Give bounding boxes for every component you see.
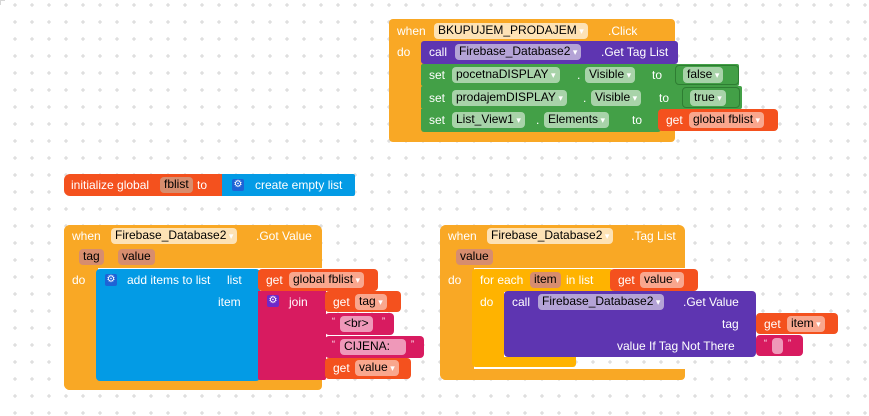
- variable-dropdown[interactable]: value: [355, 360, 399, 376]
- boolean-dropdown[interactable]: true: [690, 90, 726, 106]
- get-label: get: [266, 273, 283, 287]
- quote-close: ”: [382, 316, 385, 326]
- param-value[interactable]: value: [118, 249, 155, 265]
- component-dropdown[interactable]: pocetnaDISPLAY: [452, 67, 560, 83]
- text-field[interactable]: [772, 338, 783, 354]
- do-label: do: [480, 295, 494, 309]
- join-label: join: [289, 295, 308, 309]
- component-dropdown[interactable]: List_View1: [452, 112, 525, 128]
- to-label: to: [659, 91, 670, 105]
- dot-label: .: [583, 91, 587, 105]
- when-label: when: [72, 229, 101, 243]
- default-value-label: value If Tag Not There: [617, 339, 735, 353]
- property-dropdown[interactable]: Visible: [585, 67, 636, 83]
- get-label: get: [666, 113, 683, 127]
- component-dropdown[interactable]: Firebase_Database2: [487, 228, 614, 244]
- variable-dropdown[interactable]: item: [787, 316, 825, 332]
- get-label: get: [333, 361, 350, 375]
- param-tag[interactable]: tag: [79, 249, 104, 265]
- call-component-dropdown[interactable]: Firebase_Database2: [455, 44, 582, 60]
- component-dropdown[interactable]: Firebase_Database2: [111, 228, 238, 244]
- property-dropdown[interactable]: Elements: [544, 112, 610, 128]
- call-method-label: .Get Value: [683, 295, 739, 309]
- do-label: do: [72, 273, 86, 287]
- quote-open: “: [332, 316, 335, 326]
- dot-label: .: [536, 113, 540, 127]
- text-field[interactable]: CIJENA:: [340, 339, 406, 355]
- list-label: list: [227, 273, 242, 287]
- in-list-label: in list: [566, 273, 594, 287]
- call-label: call: [512, 295, 531, 309]
- event-label: .Got Value: [256, 229, 312, 243]
- quote-open: “: [764, 338, 767, 348]
- add-items-label: add items to list: [127, 273, 211, 287]
- variable-dropdown[interactable]: global fblist: [689, 112, 765, 128]
- global-name-field[interactable]: fblist: [160, 177, 193, 193]
- set-label: set: [429, 113, 446, 127]
- call-component-dropdown[interactable]: Firebase_Database2: [538, 294, 665, 310]
- set-label: set: [429, 91, 446, 105]
- tag-label: tag: [722, 317, 739, 331]
- get-label: get: [764, 317, 781, 331]
- variable-dropdown[interactable]: value: [640, 272, 684, 288]
- when-label: when: [448, 229, 477, 243]
- mutator-gear-icon[interactable]: ⚙: [267, 295, 279, 307]
- set-label: set: [429, 68, 446, 82]
- when-label: when: [397, 24, 426, 38]
- property-dropdown[interactable]: Visible: [591, 90, 642, 106]
- component-dropdown[interactable]: prodajemDISPLAY: [452, 90, 567, 106]
- quote-open: “: [332, 339, 335, 349]
- do-label: do: [448, 273, 462, 287]
- create-empty-list-block[interactable]: [222, 174, 355, 196]
- text-field[interactable]: <br>: [340, 316, 373, 332]
- to-label: to: [632, 113, 643, 127]
- mutator-gear-icon[interactable]: ⚙: [232, 179, 244, 191]
- component-dropdown[interactable]: BKUPUJEM_PRODAJEM: [434, 23, 588, 39]
- create-empty-list-label: create empty list: [255, 178, 343, 192]
- variable-dropdown[interactable]: global fblist: [289, 272, 365, 288]
- mutator-gear-icon[interactable]: ⚙: [105, 274, 117, 286]
- do-label: do: [397, 45, 411, 59]
- get-label: get: [333, 295, 350, 309]
- event-label: .Tag List: [631, 229, 676, 243]
- for-each-label: for each: [480, 273, 524, 287]
- item-label: item: [218, 295, 241, 309]
- initialize-global-label: initialize global: [71, 178, 150, 192]
- to-label: to: [197, 178, 208, 192]
- call-method-label: .Get Tag List: [601, 45, 669, 59]
- event-label: .Click: [608, 24, 638, 38]
- to-label: to: [652, 68, 663, 82]
- dot-label: .: [577, 68, 581, 82]
- boolean-dropdown[interactable]: false: [683, 67, 724, 83]
- quote-close: ”: [411, 339, 414, 349]
- loop-variable-field[interactable]: item: [530, 272, 561, 288]
- call-label: call: [429, 45, 448, 59]
- add-items-to-list-block[interactable]: [96, 269, 260, 381]
- quote-close: ”: [788, 338, 791, 348]
- variable-dropdown[interactable]: tag: [355, 294, 387, 310]
- param-value[interactable]: value: [456, 249, 493, 265]
- get-label: get: [618, 273, 635, 287]
